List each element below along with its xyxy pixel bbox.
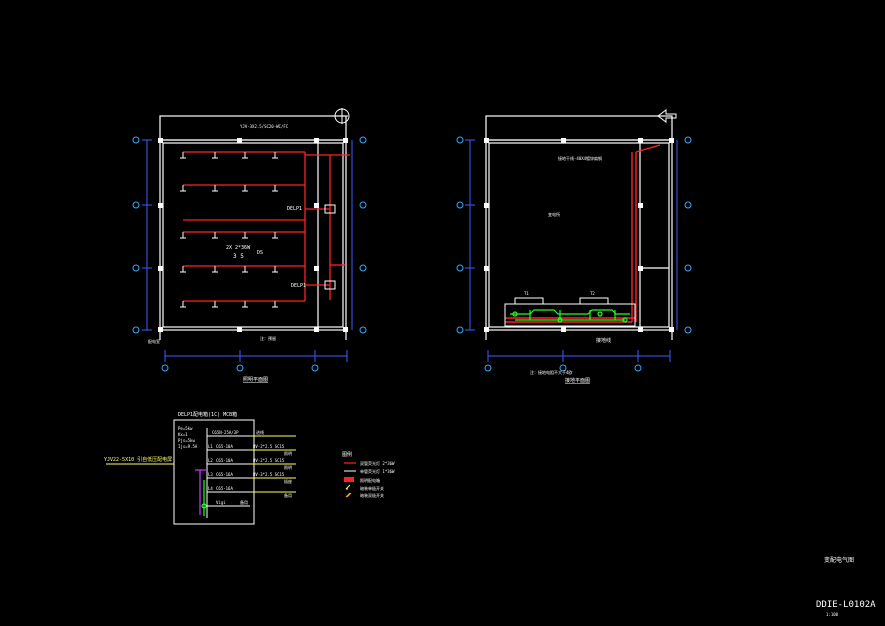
panel-row-circuit: L2 (208, 458, 213, 463)
left-rating-label: DS (257, 250, 263, 256)
right-entry-arrow-icon (657, 109, 677, 123)
panel-row-breaker: C65-16A (216, 472, 233, 477)
left-walls (159, 115, 347, 340)
panel-ground-bus (201, 480, 207, 516)
legend-item-label: 双管荧光灯 2*36W (360, 460, 395, 466)
left-lighting-plan: YJV-3X2.5/SC20-WC/FC 2X 2*36W 3 5 DS DEL… (132, 108, 367, 383)
right-columns (484, 138, 674, 332)
legend-item: 暗装双极开关 (345, 492, 384, 498)
panel-row-circuit: L1 (208, 444, 213, 449)
left-corner-label: 配电室 (148, 338, 160, 344)
legend-item: 暗装单极开关 (345, 484, 384, 491)
panel-row-desc: BV-2*2.5 SC15 (253, 444, 285, 449)
panel-row-note: 备用 (240, 499, 248, 505)
right-equip-1-label: T1 (524, 291, 529, 296)
panel-incoming-label: YJV22-5X10 引自低压配电屏 (104, 456, 172, 463)
left-axis-bubbles (132, 136, 367, 372)
left-fixture-label: 3 5 (233, 253, 244, 260)
left-note-top: YJV-3X2.5/SC20-WC/FC (240, 124, 289, 129)
panel-row-desc: BV-3*2.5 SC15 (253, 472, 285, 477)
panel-feeder-lines (106, 435, 296, 493)
panel-info-line: Pe=5kw (178, 426, 193, 431)
legend-panel-icon (344, 477, 354, 482)
right-bottom-note: 注：接地电阻不大于4欧 (530, 369, 572, 375)
right-bottom-label: 接地线 (596, 337, 611, 344)
panel-row-note: 进线 (256, 429, 264, 435)
drawing-number: DDIE-L0102A (816, 600, 876, 610)
right-plan-title: 接地平面图 (565, 377, 590, 384)
panel-bus-bar (195, 469, 207, 515)
right-note-top: 接地干线-40X4镀锌扁钢 (558, 155, 602, 161)
left-plan-title: 照明平面图 (243, 377, 268, 383)
left-light-fixtures (180, 152, 336, 308)
drawing-scale: 1:100 (826, 612, 839, 617)
left-lighting-circuits (183, 151, 350, 302)
panel-row-note: 照明 (284, 465, 292, 470)
legend-item-label: 暗装双极开关 (360, 492, 384, 498)
left-columns (158, 138, 348, 332)
legend: 图例 双管荧光灯 2*36W 单管荧光灯 1*36W 照明配电箱 暗装单极开关 … (342, 451, 395, 498)
legend-item: 照明配电箱 (344, 477, 380, 483)
left-circuit-label: 2X 2*36W (226, 245, 251, 251)
right-axis-bubbles (456, 136, 692, 372)
left-north-arrow-icon (334, 108, 350, 124)
panel-row-breaker: C65-16A (216, 486, 233, 491)
panel-info-line: Ijs=9.5A (178, 444, 198, 449)
panel-schedule-title: DELP1配电箱(1C) MCB箱 (178, 411, 237, 418)
panel-info-line: Pjs=5kw (178, 438, 195, 443)
legend-item-label: 照明配电箱 (360, 477, 380, 483)
panel-row-desc: BV-2*2.5 SC15 (253, 458, 285, 463)
panel-row-circuit: L4 (208, 486, 213, 491)
left-bottom-note: 注：预留 (260, 335, 276, 341)
panel-row-breaker: Vigi (216, 500, 226, 505)
left-panel-label-2: DELP1 (291, 283, 306, 289)
right-equipment (504, 297, 636, 327)
panel-row-breaker: C65N-25A/3P (212, 430, 239, 435)
left-dimension-lines (142, 139, 353, 362)
title-block: 变配电气图 DDIE-L0102A 1:100 (816, 556, 876, 617)
right-equip-2-label: T2 (590, 291, 595, 296)
panel-row-breaker: C65-10A (216, 458, 233, 463)
legend-item: 单管荧光灯 1*36W (344, 468, 395, 474)
panel-schedule: DELP1配电箱(1C) MCB箱 YJV22-5X10 (104, 411, 296, 525)
legend-item-label: 暗装单极开关 (360, 485, 384, 491)
panel-row-breaker: C65-10A (216, 444, 233, 449)
right-dimension-lines (465, 139, 678, 362)
legend-item: 双管荧光灯 2*36W (344, 460, 395, 466)
legend-double-switch-icon (345, 492, 352, 498)
legend-title: 图例 (342, 451, 352, 458)
panel-row-note: 照明 (284, 451, 292, 456)
right-grounding-plan: 接地干线-40X4镀锌扁钢 变电所 T1 T2 接地线 注：接地电阻不大于4欧 … (456, 109, 692, 384)
legend-item-label: 单管荧光灯 1*36W (360, 468, 395, 474)
right-ground-net (510, 309, 630, 323)
legend-single-switch-icon (345, 484, 351, 490)
right-grounding-conductor (505, 144, 661, 323)
panel-row-note: 插座 (284, 478, 292, 484)
panel-schedule-frame (173, 419, 255, 525)
panel-rows: C65N-25A/3P 进线 L1 C65-10A BV-2*2.5 SC15 … (208, 429, 292, 505)
drawing-title: 变配电气图 (824, 556, 854, 564)
right-walls (485, 115, 673, 340)
panel-info: Pe=5kw Kx=1 Pjs=5kw Ijs=9.5A (178, 426, 198, 449)
left-panel-label-1: DELP1 (287, 206, 302, 212)
panel-info-line: Kx=1 (178, 432, 188, 437)
panel-row-circuit: L3 (208, 472, 213, 477)
panel-row-note: 备用 (284, 492, 292, 498)
right-room-label: 变电所 (548, 211, 560, 217)
